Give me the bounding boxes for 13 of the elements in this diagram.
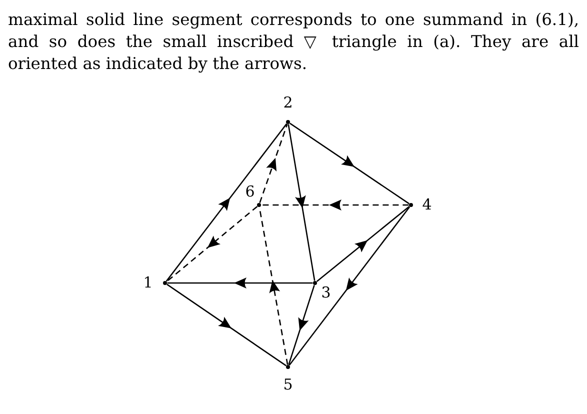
vertex-dot: [256, 202, 262, 208]
vertex-dot: [286, 364, 290, 370]
vertex-label: 5: [283, 376, 293, 394]
vertex-dot: [408, 202, 414, 208]
vertex-dot: [286, 120, 290, 124]
vertex-label: 3: [321, 284, 331, 302]
vertex-label: 6: [245, 184, 255, 200]
vertex-label: 2: [283, 94, 293, 112]
vertex-dot: [312, 280, 318, 286]
vertex-label: 1: [143, 274, 153, 292]
vertex-label: 4: [422, 196, 432, 214]
body-text: maximal solid line segment corresponds to one summand in (6.1), and so does the small inscribed ▽ triangle in (a). They are all oriented as indicated by the arrows.: [8, 9, 579, 75]
vertex-dot: [162, 280, 168, 286]
